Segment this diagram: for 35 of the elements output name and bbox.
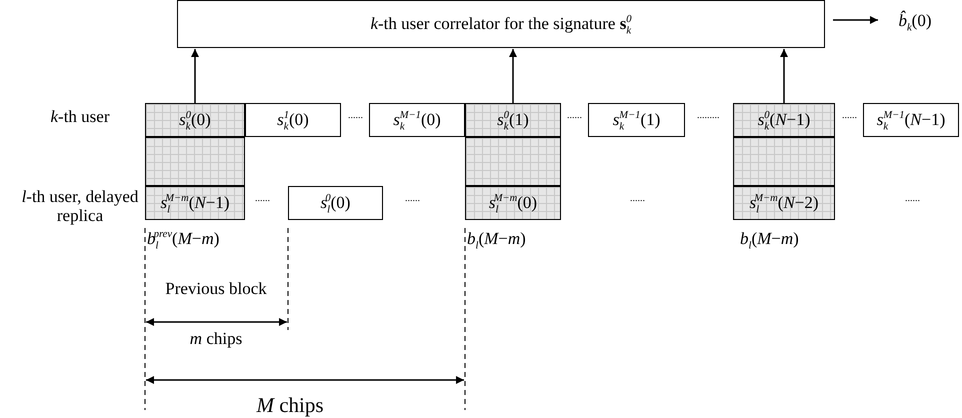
- ellipsis-dots: ......: [630, 193, 645, 204]
- ellipsis-dots: .........: [697, 110, 720, 121]
- arrow: [833, 16, 878, 24]
- arrow: [191, 49, 199, 103]
- chip-cell: s$_{k}$$^{M−1}$(N−1): [863, 103, 959, 137]
- chip-cell: s$_{k}$$^{0}$(0): [145, 103, 245, 137]
- ellipsis-dots: ......: [905, 193, 920, 204]
- row-label: l-th user, delayed replica: [20, 188, 140, 226]
- dimension-label: M chips: [256, 394, 324, 418]
- ellipsis-dots: ......: [405, 193, 420, 204]
- row-label: k-th user: [50, 108, 110, 127]
- chip-cell: s$_{l}$$^{M−m}$(N−1): [145, 186, 245, 220]
- chip-cell: s$_{k}$$^{M−1}$(1): [588, 103, 685, 137]
- arrow: [509, 49, 517, 103]
- chip-cell: s$_{k}$$^{0}$(1): [465, 103, 561, 137]
- chip-cell: s$_{k}$$^{M−1}$(0): [369, 103, 465, 137]
- chip-cell: s$_{l}$$^{0}$(0): [288, 186, 383, 220]
- bit-label: b$_{l}$$^{prev}$(M−m): [147, 230, 220, 249]
- dimension-label: Previous block: [165, 280, 267, 299]
- ellipsis-dots: ......: [255, 193, 270, 204]
- bit-label: b$_{l}$(M−m): [740, 230, 799, 249]
- shaded-block: [145, 137, 245, 186]
- ellipsis-dots: ......: [348, 110, 363, 121]
- chip-cell: s$_{k}$$^{1}$(0): [245, 103, 341, 137]
- shaded-block: [733, 137, 835, 186]
- arrow: [780, 49, 788, 103]
- chip-cell: s$_{l}$$^{M−m}$(N−2): [733, 186, 835, 220]
- ellipsis-dots: ......: [567, 110, 582, 121]
- bit-label: b$_{l}$(M−m): [467, 230, 526, 249]
- ellipsis-dots: ......: [842, 110, 857, 121]
- shaded-block: [465, 137, 561, 186]
- output-symbol: b̂$_{k}$(0): [880, 6, 950, 36]
- chip-cell: s$_{k}$$^{0}$(N−1): [733, 103, 835, 137]
- dimension-label: m chips: [190, 330, 242, 349]
- chip-cell: s$_{l}$$^{M−m}$(0): [465, 186, 561, 220]
